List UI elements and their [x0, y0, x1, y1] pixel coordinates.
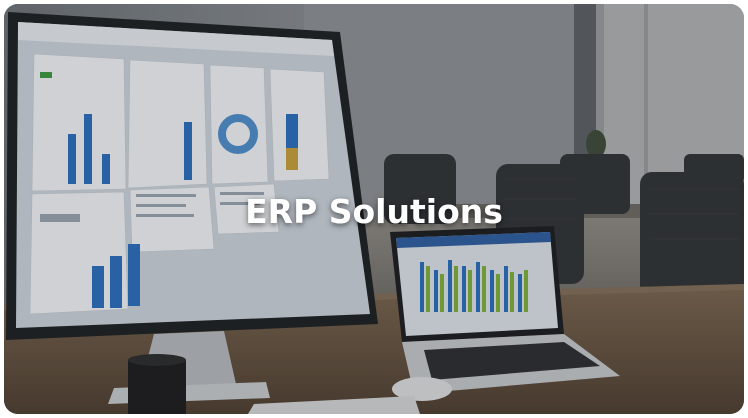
office-scene-image — [4, 4, 744, 414]
monitor-icon — [6, 12, 378, 404]
mouse-icon — [392, 377, 452, 401]
coffee-cup-icon — [128, 354, 186, 414]
laptop-icon — [390, 226, 620, 394]
hero-card[interactable]: ERP Solutions — [4, 4, 744, 414]
image-dim-overlay — [4, 4, 744, 414]
hero-title: ERP Solutions — [245, 192, 503, 231]
